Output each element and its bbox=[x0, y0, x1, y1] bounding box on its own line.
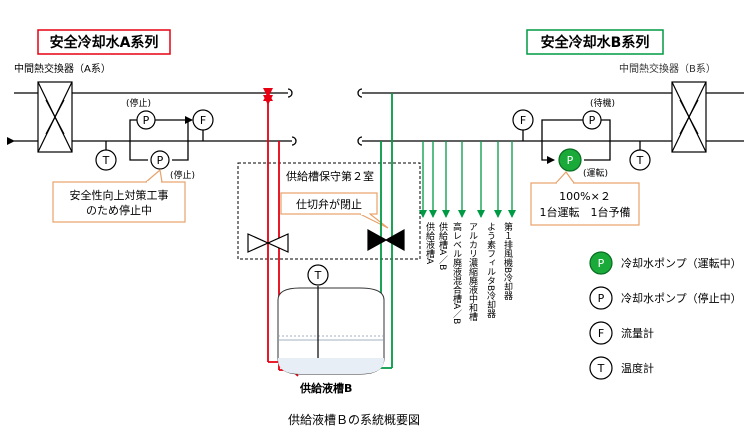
exchanger-a-label: 中間熱交換器（A系） bbox=[14, 62, 111, 75]
legend-pump-running-symbol: P bbox=[598, 257, 605, 270]
callout-a-pointer bbox=[145, 168, 163, 183]
supply-tank-b bbox=[277, 287, 385, 375]
pump-a-bottom bbox=[150, 150, 170, 170]
legend-thermometer-icon bbox=[589, 356, 613, 380]
legend-pump-running-label: 冷却水ポンプ（運転中） bbox=[621, 257, 742, 270]
heat-exchanger-b bbox=[671, 81, 707, 153]
thermometer-b bbox=[629, 149, 651, 171]
valve-callout-pointer bbox=[359, 213, 389, 229]
exchanger-b-label: 中間熱交換器（B系） bbox=[619, 62, 716, 75]
pump-b-bottom-symbol: P bbox=[567, 154, 574, 167]
pump-b-top-symbol: P bbox=[589, 114, 596, 127]
system-b-title-box bbox=[526, 29, 664, 55]
callout-b-line1: 100%×２ bbox=[559, 190, 611, 203]
flowmeter-b bbox=[512, 109, 534, 131]
thermometer-a bbox=[95, 149, 117, 171]
legend: P 冷却水ポンプ（運転中） P 冷却水ポンプ（停止中） F 流量計 T 温度計 bbox=[589, 251, 742, 380]
legend-thermometer-symbol: T bbox=[597, 362, 605, 375]
flowmeter-a bbox=[192, 109, 214, 131]
legend-pump-stopped-symbol: P bbox=[598, 292, 605, 305]
red-flow-arrow bbox=[263, 92, 273, 101]
figure-caption: 供給液槽Ｂの系統概要図 bbox=[288, 412, 420, 427]
legend-flowmeter-symbol: F bbox=[598, 327, 604, 340]
tank-label: 供給液槽B bbox=[299, 381, 352, 395]
pipe-cap bbox=[287, 88, 293, 98]
thermometer-a-symbol: T bbox=[102, 154, 110, 167]
pump-b-top bbox=[582, 110, 602, 130]
legend-thermometer-label: 温度計 bbox=[621, 361, 654, 375]
callout-b-line2: 1台運転 1台予備 bbox=[540, 205, 631, 219]
legend-pump-stopped-icon bbox=[589, 286, 613, 310]
pump-a-bottom-symbol: P bbox=[157, 154, 164, 167]
heat-exchanger-a bbox=[37, 81, 73, 153]
room-label: 供給槽保守第２室 bbox=[286, 169, 374, 183]
legend-flowmeter-label: 流量計 bbox=[621, 326, 654, 340]
thermometer-b-symbol: T bbox=[636, 154, 644, 167]
pump-b-top-status: (待機) bbox=[590, 97, 615, 109]
callout-b-box bbox=[530, 182, 640, 226]
pipe-cap bbox=[291, 136, 297, 146]
pipe-cap bbox=[357, 136, 363, 146]
branch-label-4: よう素フィルタB冷却器 bbox=[485, 222, 496, 318]
legend-pump-running-icon bbox=[589, 251, 613, 275]
system-a-title-box bbox=[37, 29, 171, 55]
callout-a-box bbox=[52, 181, 186, 223]
valve-callout-text: 仕切弁が閉止 bbox=[296, 197, 362, 211]
system-b-title: 安全冷却水B系列 bbox=[541, 34, 650, 51]
legend-pump-stopped-label: 冷却水ポンプ（停止中） bbox=[621, 291, 742, 305]
branch-lines bbox=[419, 141, 516, 218]
flowmeter-a-symbol: F bbox=[200, 114, 206, 127]
valve-a bbox=[247, 233, 289, 253]
branch-label-3: アルカリ濃縮廃液中和槽 bbox=[467, 222, 478, 322]
valve-callout-box bbox=[280, 192, 378, 215]
pump-a-top-status: (停止) bbox=[126, 97, 151, 109]
callout-b-pointer bbox=[555, 171, 575, 184]
branch-label-1: 供給槽A／B bbox=[437, 221, 448, 270]
pump-b-bottom-running bbox=[558, 148, 582, 172]
flowmeter-b-symbol: F bbox=[520, 114, 526, 127]
valve-b-closed bbox=[367, 228, 405, 252]
pump-a-bottom-status: (停止) bbox=[170, 169, 195, 181]
callout-a-line1: 安全性向上対策工事 bbox=[70, 188, 169, 202]
pump-a-top-symbol: P bbox=[143, 114, 150, 127]
branch-label-5: 第１排風機B冷却器 bbox=[502, 221, 513, 300]
pipe-cap bbox=[357, 88, 363, 98]
legend-flowmeter-icon bbox=[589, 321, 613, 345]
callout-a-line2: のため停止中 bbox=[86, 203, 152, 217]
branch-label-0: 供給液槽A bbox=[424, 221, 435, 265]
branch-label-2: 高レベル廃液混合槽A／B bbox=[451, 221, 462, 324]
thermometer-tank-symbol: T bbox=[314, 269, 322, 282]
system-a-title: 安全冷却水A系列 bbox=[50, 34, 159, 51]
pump-a-top bbox=[136, 110, 156, 130]
thermometer-tank bbox=[307, 264, 329, 286]
pump-b-bottom-status: (運転) bbox=[583, 168, 608, 179]
